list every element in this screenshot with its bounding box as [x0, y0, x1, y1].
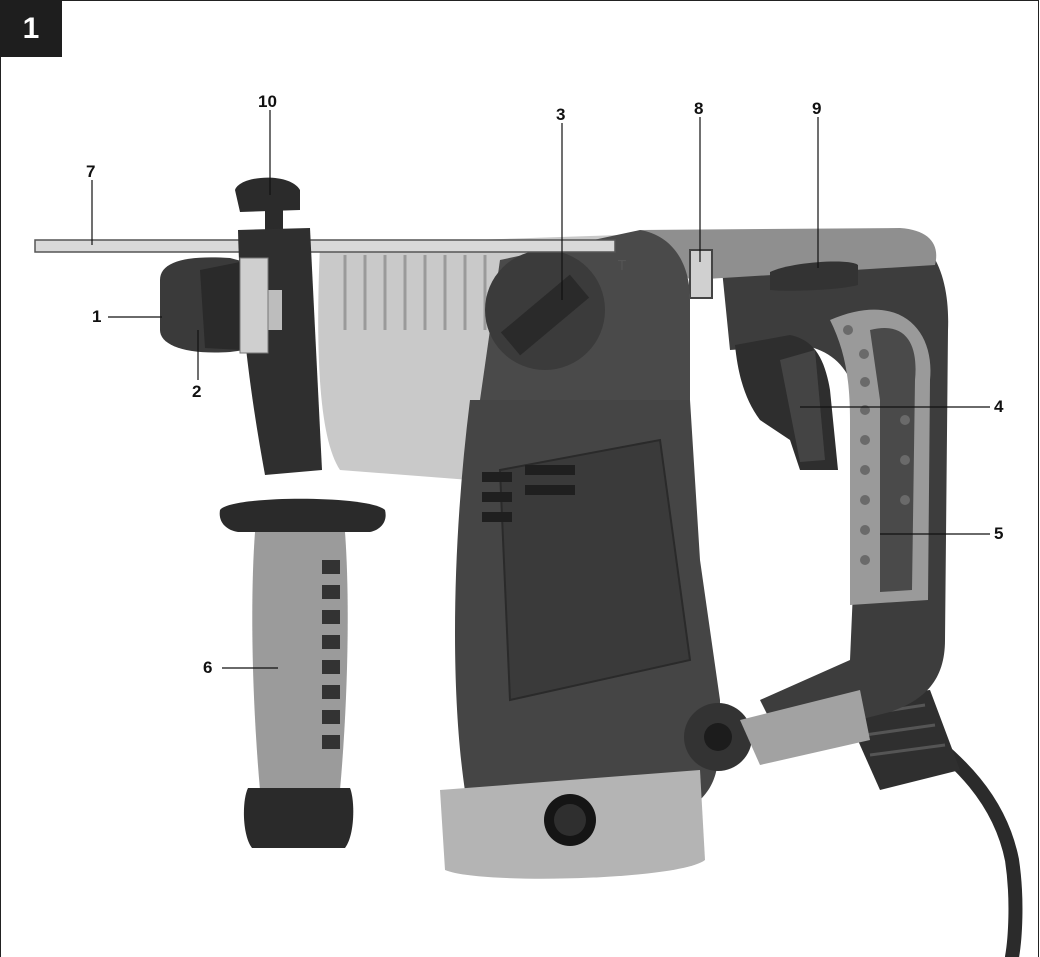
figure-number-badge: 1: [0, 0, 62, 57]
callout-10: 10: [258, 92, 277, 111]
housing-ribs: [343, 255, 487, 330]
locking-sleeve: [200, 262, 242, 350]
reversing-switch: [770, 261, 858, 291]
callout-2: 2: [192, 382, 202, 401]
depth-gauge-rod: [34, 239, 616, 253]
lower-handle-bar: [740, 690, 870, 765]
callout-leaders: [91, 110, 990, 669]
air-vents: [482, 465, 575, 522]
callout-8: 8: [694, 99, 704, 118]
main-body-panel: [498, 438, 692, 702]
callout-6: 6: [203, 658, 213, 677]
callout-9: 9: [812, 99, 822, 118]
callout-7: 7: [86, 162, 96, 181]
auxiliary-handle-end-cap: [243, 788, 354, 848]
callout-4: 4: [994, 397, 1004, 416]
top-housing: [640, 228, 937, 280]
auxiliary-handle-collar: [219, 498, 386, 532]
mode-symbol: T: [617, 259, 626, 274]
callout-3: 3: [556, 105, 566, 124]
callout-1: 1: [92, 307, 102, 326]
indicator-window: [689, 249, 713, 299]
grip-dots: [843, 325, 910, 565]
callout-5: 5: [994, 524, 1004, 543]
chuck-collar: [239, 257, 269, 354]
rear-handle-inner-dark: [870, 328, 916, 592]
auxiliary-handle-lettering: [322, 560, 340, 749]
clamp-screw-knob: [235, 177, 300, 212]
